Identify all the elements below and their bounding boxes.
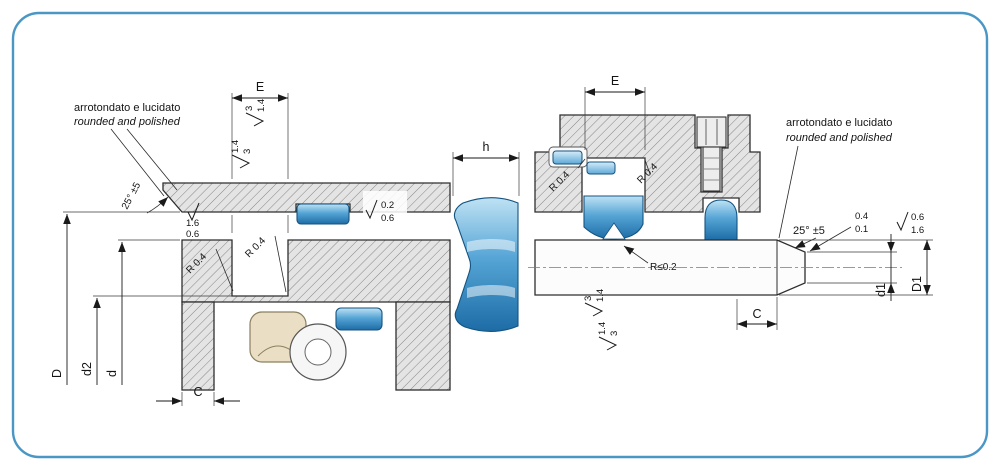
dim-label-e: E xyxy=(611,74,619,88)
seal-profile-highlight xyxy=(467,239,515,252)
dim-D: D xyxy=(50,211,180,385)
surface-roughness-icon: 1.4 3 xyxy=(597,322,620,351)
radius-max-callout: R≤0.2 xyxy=(623,245,677,273)
surface-roughness-icon: 1.4 3 xyxy=(230,140,253,169)
dim-label-c: C xyxy=(752,307,761,321)
finish-note-right: arrotondato e lucidato rounded and polis… xyxy=(778,117,893,239)
seal-lip-notch xyxy=(602,222,626,240)
spring-element xyxy=(704,199,738,241)
piston-leg-section xyxy=(395,301,451,391)
dim-label-d1: d1 xyxy=(874,283,888,297)
edge-tolerance-bottom: 0.1 xyxy=(855,224,868,235)
edge-tolerance: 0.4 0.1 xyxy=(809,211,868,252)
dim-d2: d2 xyxy=(80,295,232,385)
bearing-ball-core xyxy=(304,338,332,366)
seal-ring xyxy=(335,307,383,331)
installed-seal xyxy=(583,161,644,240)
dim-label-h: h xyxy=(483,140,490,154)
roughness-value: 0.6 xyxy=(911,212,924,223)
roughness-value: 1.4 xyxy=(595,289,606,302)
roughness-value: 0.2 xyxy=(381,200,394,211)
dim-label-d: d xyxy=(105,370,119,377)
dim-E-left: E xyxy=(231,80,289,233)
roughness-value: 0.6 xyxy=(186,229,199,240)
roughness-value: 1.6 xyxy=(911,225,924,236)
dim-label-D: D xyxy=(50,369,64,378)
retaining-screw xyxy=(696,116,727,192)
radius-max-label: R≤0.2 xyxy=(650,262,677,273)
seal-profile-highlight xyxy=(467,285,515,298)
dim-h: h xyxy=(452,140,520,196)
surface-roughness-icon: 1.6 0.6 xyxy=(186,202,200,240)
roughness-value: 1.4 xyxy=(597,322,608,335)
dim-C-left: C xyxy=(156,385,240,406)
roughness-value: 0.6 xyxy=(381,213,394,224)
note-english: rounded and polished xyxy=(74,116,181,128)
dim-E-right: E xyxy=(584,74,646,150)
dim-C-right: C xyxy=(736,297,778,330)
right-view-installed-section: E R 0.4 R 0.4 R≤0.2 arrotondato e lucida… xyxy=(528,74,933,351)
surface-roughness-icon: 3 1.4 xyxy=(244,99,267,127)
dim-D1: D1 xyxy=(779,239,933,296)
note-italian: arrotondato e lucidato xyxy=(74,102,180,114)
chamfer-angle-label: 25° ±5 xyxy=(793,225,825,237)
piston-section xyxy=(181,239,451,303)
roughness-value: 3 xyxy=(609,331,620,336)
note-english: rounded and polished xyxy=(786,132,893,144)
housing-section xyxy=(534,114,761,213)
backup-ring xyxy=(586,161,616,175)
roughness-value: 1.4 xyxy=(256,99,267,112)
surface-roughness-icon: 0.6 1.6 xyxy=(896,211,924,236)
piston-wall-section xyxy=(181,301,215,391)
roughness-value: 1.6 xyxy=(186,218,199,229)
dim-label-c: C xyxy=(193,385,202,399)
edge-tolerance-top: 0.4 xyxy=(855,211,868,222)
dim-d: d xyxy=(105,239,180,385)
surface-roughness-icon: 3 1.4 xyxy=(583,289,606,317)
seal-profile xyxy=(453,197,519,332)
surface-roughness-icon: 0.2 0.6 xyxy=(363,191,407,225)
dim-label-d2: d2 xyxy=(80,362,94,376)
backup-ring xyxy=(296,203,350,225)
roughness-value: 3 xyxy=(242,149,253,154)
roughness-value: 3 xyxy=(244,106,255,111)
seal-profile-view: h xyxy=(452,140,520,332)
dim-d1: d1 xyxy=(807,234,897,301)
finish-note-left: arrotondato e lucidato rounded and polis… xyxy=(74,102,181,197)
note-italian: arrotondato e lucidato xyxy=(786,117,892,129)
roughness-value: 1.4 xyxy=(230,140,241,153)
roughness-value: 3 xyxy=(583,296,594,301)
dim-label-D1: D1 xyxy=(910,276,924,292)
left-view-groove-section: E 3 1.4 1.4 3 arrotondato e lucidato rou… xyxy=(50,80,451,406)
dim-label-e: E xyxy=(256,80,264,94)
static-seal-ring xyxy=(552,150,583,165)
